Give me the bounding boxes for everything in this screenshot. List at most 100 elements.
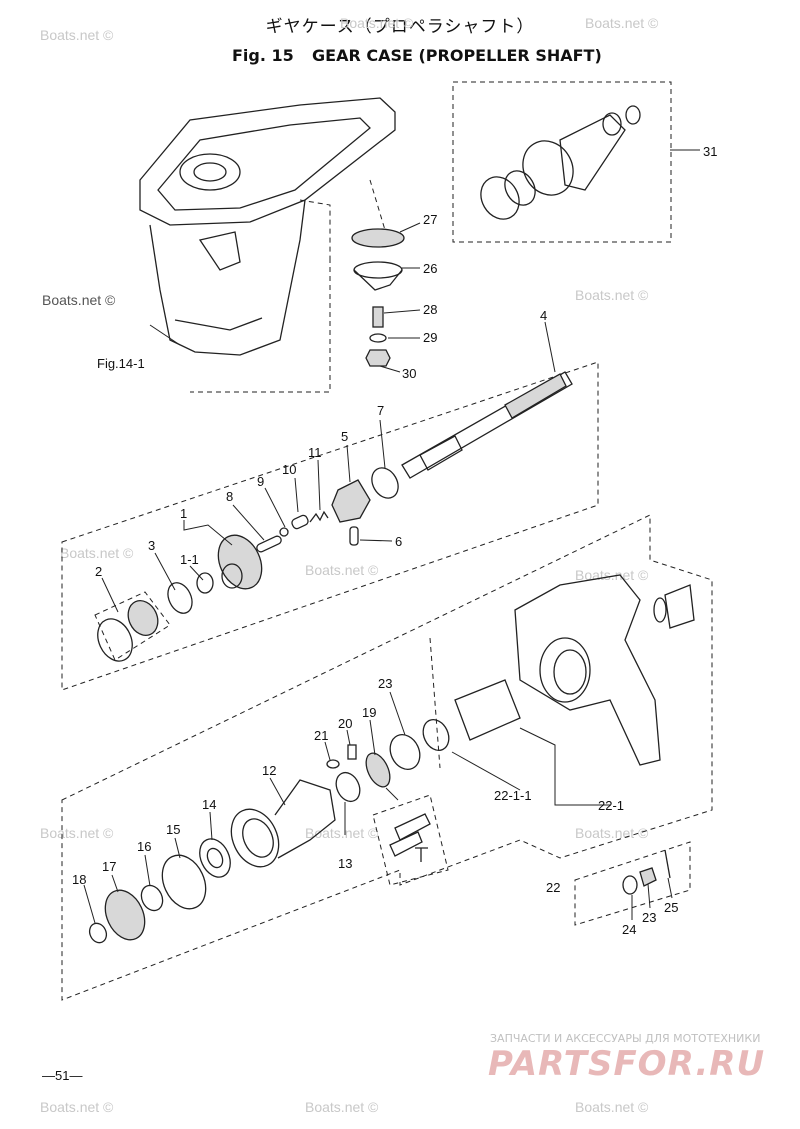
callout-1-1: 1-1	[180, 552, 199, 567]
shifter-8	[256, 535, 282, 553]
group-box-13-pin	[372, 794, 449, 886]
callout-17: 17	[102, 859, 116, 874]
callout-1: 1	[180, 506, 187, 521]
bearing-14	[199, 838, 231, 878]
watermark: Boats.net ©	[40, 1099, 114, 1115]
callout-26: 26	[423, 261, 437, 276]
callout-11: 11	[308, 445, 322, 460]
leader-lines	[83, 149, 700, 924]
watermark: Boats.net ©	[575, 825, 649, 841]
callout-4: 4	[540, 308, 547, 323]
callout-28: 28	[423, 302, 437, 317]
callout-25: 25	[664, 900, 678, 915]
callout-29: 29	[423, 330, 437, 345]
housing-12	[230, 779, 336, 868]
cap-26	[353, 261, 403, 291]
watermark: Boats.net ©	[575, 287, 649, 303]
callout-9: 9	[257, 474, 264, 489]
figure-name: GEAR CASE (PROPELLER SHAFT)	[312, 46, 602, 65]
callout-31: 31	[703, 144, 717, 159]
dash-lead-22	[429, 637, 441, 769]
gear-1	[217, 534, 263, 590]
watermark: Boats.net ©	[575, 1099, 649, 1115]
callout-22: 22	[546, 880, 560, 895]
watermark: Boats.net ©	[60, 545, 134, 561]
fig14-ref-box	[190, 258, 331, 393]
shim-3	[167, 582, 193, 614]
callout-7: 7	[377, 403, 384, 418]
callout-30: 30	[402, 366, 416, 381]
nut-30	[365, 349, 391, 367]
callout-18: 18	[72, 872, 86, 887]
bushing-1-1	[196, 572, 214, 594]
stud-28	[372, 306, 384, 328]
propeller-22-1	[514, 574, 661, 766]
callout-12: 12	[262, 763, 276, 778]
cotter-pin-25	[664, 849, 671, 879]
washer-23	[422, 718, 450, 752]
anode-27	[351, 228, 405, 248]
nut-23	[639, 867, 657, 887]
watermark: Boats.net ©	[305, 1099, 379, 1115]
pin-group	[389, 813, 431, 862]
callout-23b: 23	[642, 910, 656, 925]
group-box-31	[452, 81, 672, 243]
callout-8: 8	[226, 489, 233, 504]
callout-15: 15	[166, 822, 180, 837]
bushing-22-1-1	[454, 679, 521, 741]
washer-24	[622, 875, 638, 895]
callout-24: 24	[622, 922, 636, 937]
ring-7	[371, 467, 399, 499]
watermark: Boats.net ©	[305, 825, 379, 841]
reverse-gear-17	[104, 889, 146, 941]
callout-10: 10	[282, 462, 296, 477]
figure-number: Fig. 15	[232, 46, 294, 65]
watermark: Boats.net ©	[40, 825, 114, 841]
callout-16: 16	[137, 839, 151, 854]
figure-title: Fig. 15 GEAR CASE (PROPELLER SHAFT)	[232, 46, 602, 65]
gear-case-housing	[139, 97, 396, 356]
bearing-2	[97, 599, 159, 662]
page-number: —51—	[42, 1068, 82, 1083]
bearing-2-box	[94, 591, 171, 661]
brand-subtitle: ЗАПЧАСТИ И АКСЕССУАРЫ ДЛЯ МОТОТЕХНИКИ	[490, 1032, 760, 1045]
callout-19: 19	[362, 705, 376, 720]
dash-lead-27	[369, 179, 386, 231]
spring-11	[309, 510, 329, 523]
gear-19	[365, 752, 391, 788]
spacer-23	[389, 733, 421, 771]
callout-22-1-1: 22-1-1	[494, 788, 532, 803]
callout-22-1: 22-1	[598, 798, 624, 813]
callout-2: 2	[95, 564, 102, 579]
upper-shaft-group	[61, 361, 599, 691]
callout-labels: 31 27 26 28 29 30 4 Fig.14-1 7 5 11 10 9…	[72, 144, 717, 937]
o-ring-15	[161, 854, 207, 910]
watermark: Boats.net ©	[340, 15, 414, 31]
watermark: Boats.net ©	[305, 562, 379, 578]
callout-5: 5	[341, 429, 348, 444]
bearing-13	[335, 771, 361, 803]
callout-20: 20	[338, 716, 352, 731]
callout-21: 21	[314, 728, 328, 743]
brand-logo: ЗАПЧАСТИ И АКСЕССУАРЫ ДЛЯ МОТОТЕХНИКИ PA…	[488, 1032, 765, 1084]
callout-fig14-1: Fig.14-1	[97, 356, 145, 371]
clutch-5	[331, 479, 371, 523]
lower-shaft-group	[61, 514, 713, 1001]
spacer-hub	[653, 584, 695, 629]
callout-23: 23	[378, 676, 392, 691]
bolt-20	[347, 744, 357, 760]
callout-3: 3	[148, 538, 155, 553]
washer-29	[369, 333, 387, 343]
brand-name: PARTSFOR.RU	[488, 1044, 765, 1084]
watermark: Boats.net ©	[585, 15, 659, 31]
washer-21	[326, 759, 340, 769]
shim-16	[140, 884, 164, 912]
pin-6	[349, 526, 359, 546]
bearing-housing-31	[480, 105, 641, 220]
callout-14: 14	[202, 797, 216, 812]
washer-18	[88, 922, 108, 944]
ball-9	[279, 527, 289, 537]
watermarks: Boats.net © Boats.net © Boats.net © Boat…	[40, 15, 659, 1115]
callout-27: 27	[423, 212, 437, 227]
